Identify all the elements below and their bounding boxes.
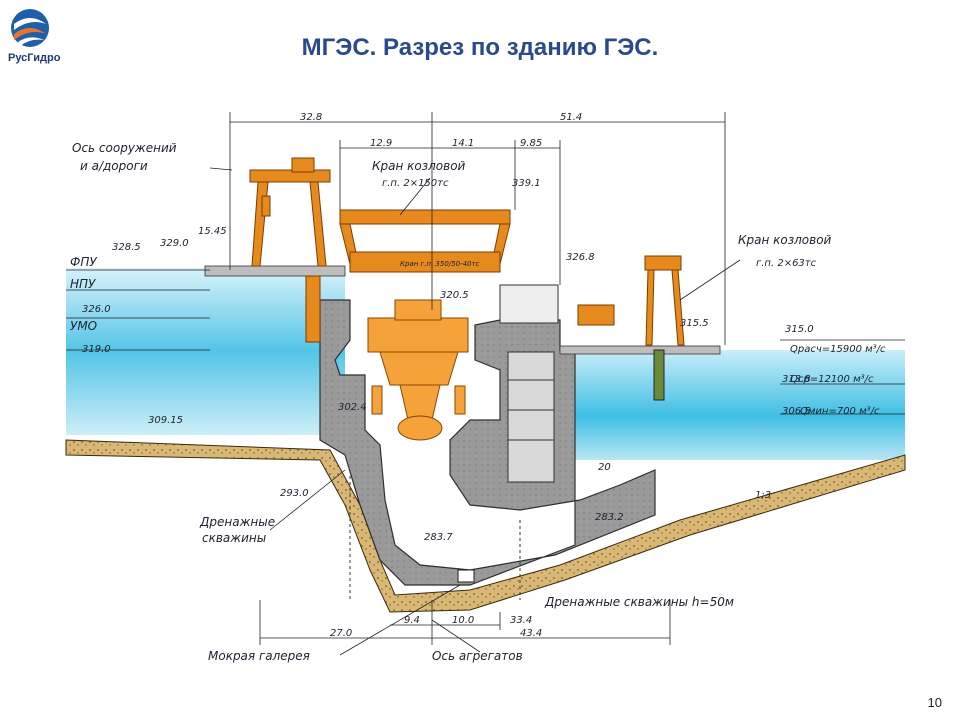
service-building xyxy=(499,284,559,483)
level-283-7: 283.7 xyxy=(424,532,453,543)
dim-14-1: 14.1 xyxy=(452,138,474,149)
crane-right-label2: г.п. 2×63тс xyxy=(756,258,817,269)
page-title: МГЭС. Разрез по зданию ГЭС. xyxy=(301,34,659,61)
units-axis-label: Ось агрегатов xyxy=(432,649,523,663)
q-min-label: Qмин=700 м³/с xyxy=(800,406,880,417)
gallery-label: Мокрая галерея xyxy=(208,649,310,663)
level-326-8: 326.8 xyxy=(566,252,595,263)
drainage-left-label1: Дренажные xyxy=(199,515,275,529)
dim-43-4: 43.4 xyxy=(520,628,542,639)
level-302-4: 302.4 xyxy=(338,402,367,413)
level-315-5: 315.5 xyxy=(680,318,709,329)
level-306-5: 306.5 xyxy=(782,406,811,417)
level-15-45: 15.45 xyxy=(198,226,227,237)
outlet-gate xyxy=(653,349,665,401)
level-319-0: 319.0 xyxy=(82,344,111,355)
downstream-deck xyxy=(559,345,721,355)
axis-label-line1: Ось сооружений xyxy=(72,141,177,155)
level-315-0: 315.0 xyxy=(785,324,814,335)
dim-33-4: 33.4 xyxy=(510,615,532,626)
powerhouse-concrete xyxy=(319,299,656,586)
axis-label-line2: и а/дороги xyxy=(80,159,148,173)
level-283-2: 283.2 xyxy=(595,512,624,523)
page-number: 10 xyxy=(927,695,942,710)
crane-left-label1: Кран козловой xyxy=(372,159,466,173)
upstream-water xyxy=(66,268,345,435)
level-309-15: 309.15 xyxy=(148,415,183,426)
logo-text: РусГидро xyxy=(8,52,61,64)
crane-right-label1: Кран козловой xyxy=(738,233,832,247)
intake-gate xyxy=(305,275,321,343)
slope-right: 1:3 xyxy=(755,490,771,501)
rushydro-logo xyxy=(8,6,74,72)
level-293-0: 293.0 xyxy=(280,488,309,499)
main-hall-crane xyxy=(339,209,511,273)
right-gantry-crane xyxy=(577,255,685,346)
dim-9-85: 9.85 xyxy=(520,138,542,149)
q-avg-label: Qср=12100 м³/с xyxy=(790,374,874,385)
drainage-bottom-label: Дренажные скважины h=50м xyxy=(544,595,734,609)
hydro-unit xyxy=(367,299,469,441)
level-320-5: 320.5 xyxy=(440,290,469,301)
intake-deck xyxy=(204,265,346,277)
level-339-1: 339.1 xyxy=(512,178,541,189)
level-326-0: 326.0 xyxy=(82,304,111,315)
dim-12-9: 12.9 xyxy=(370,138,392,149)
crane-left-label2: г.п. 2×150тс xyxy=(382,178,449,189)
wet-gallery xyxy=(457,569,475,583)
dim-10-0: 10.0 xyxy=(452,615,474,626)
drainage-left-label2: скважины xyxy=(202,531,266,545)
q-calc-label: Qрасч=15900 м³/с xyxy=(790,344,886,355)
level-329-0: 329.0 xyxy=(160,238,189,249)
dim-32-8: 32.8 xyxy=(300,112,322,123)
slope-mid: 20 xyxy=(598,462,611,473)
fpu-label: ФПУ xyxy=(70,255,97,269)
npu-label: НПУ xyxy=(70,277,96,291)
dim-51-4: 51.4 xyxy=(560,112,582,123)
umo-label: УМО xyxy=(70,319,97,333)
dim-27-0: 27.0 xyxy=(330,628,352,639)
downstream-water xyxy=(555,350,905,460)
left-gantry-crane xyxy=(249,157,331,267)
dim-9-4: 9.4 xyxy=(404,615,420,626)
crane-inner-label: Кран г.п. 350/50-40тс xyxy=(400,260,480,268)
level-328-5: 328.5 xyxy=(112,242,141,253)
level-313-8: 313.8 xyxy=(782,374,811,385)
